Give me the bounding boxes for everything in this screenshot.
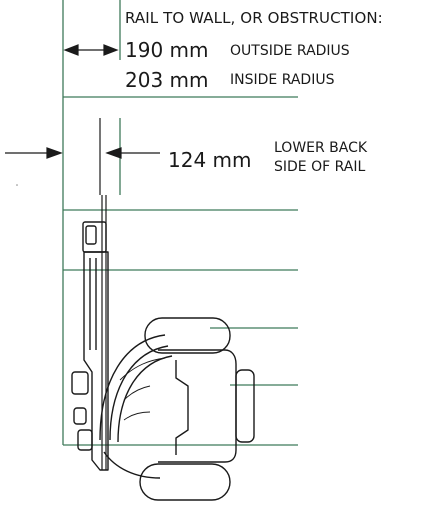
- top-dimension-arrow: [63, 44, 119, 56]
- stray-mark: [16, 184, 18, 186]
- seat-contour: [175, 360, 189, 455]
- clearance-header: RAIL TO WALL, OR OBSTRUCTION:: [125, 9, 383, 27]
- lower-back-label-line1: LOWER BACK: [274, 140, 368, 156]
- footrest: [235, 369, 255, 443]
- carriage-body: [83, 251, 109, 471]
- carriage-mount: [85, 225, 97, 245]
- lower-back-label-line2: SIDE OF RAIL: [274, 159, 366, 175]
- inside-radius-value: 203 mm: [125, 68, 209, 92]
- outside-radius-label: OUTSIDE RADIUS: [230, 43, 350, 59]
- lower-back-value: 124 mm: [168, 148, 252, 172]
- backrest-inner: [109, 345, 169, 441]
- armrest-lower: [139, 463, 231, 501]
- outside-radius-value: 190 mm: [125, 38, 209, 62]
- side-mechanism: [71, 371, 89, 395]
- armrest-upper: [144, 317, 231, 354]
- backrest-outer: [99, 334, 166, 441]
- lower-dimension-arrow: [5, 147, 160, 159]
- stairlift-drawing: [71, 221, 255, 501]
- inside-radius-label: INSIDE RADIUS: [230, 72, 335, 88]
